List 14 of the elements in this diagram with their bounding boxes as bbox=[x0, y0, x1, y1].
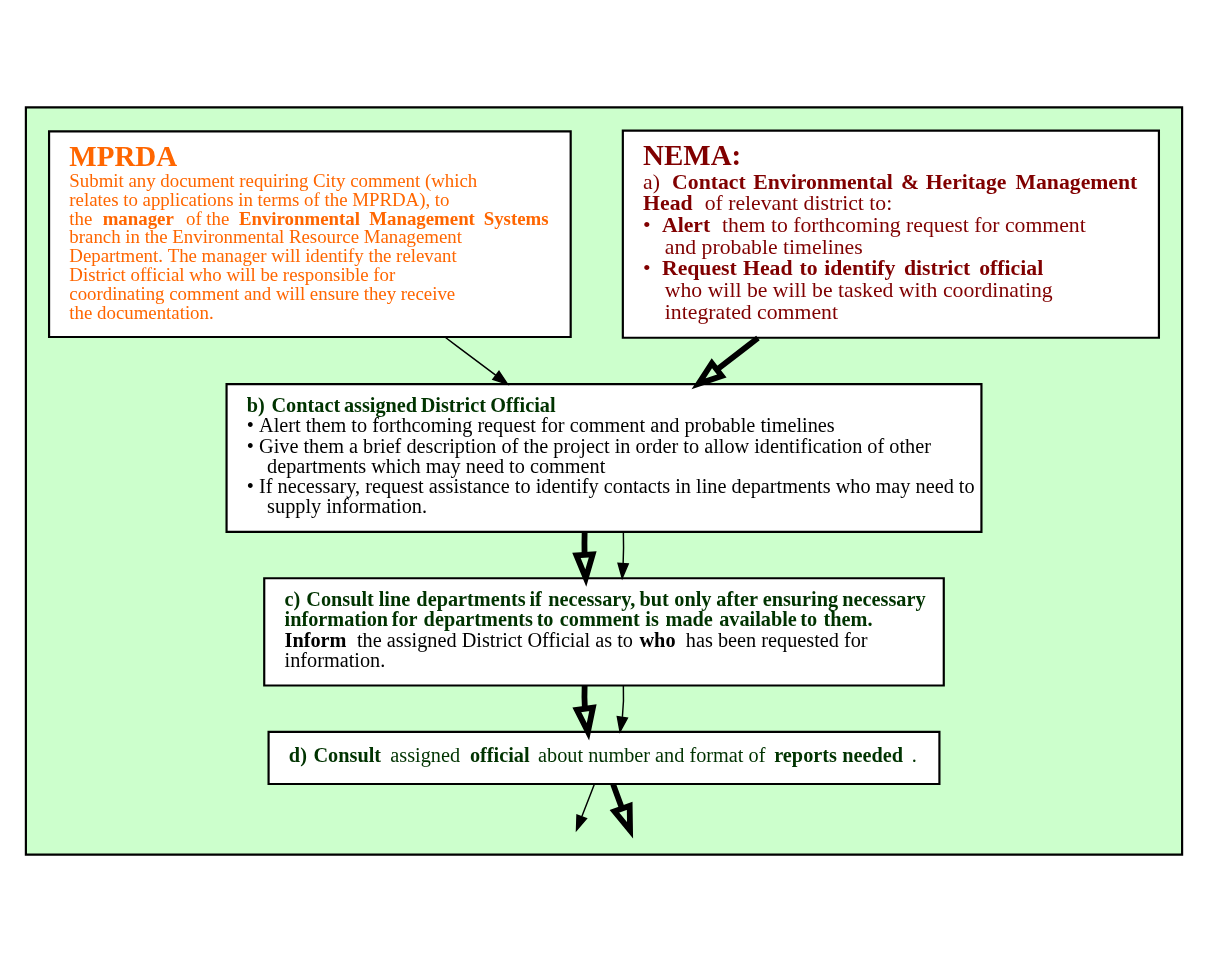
node-box: d) Consult assigned official about number and format of reports needed. bbox=[267, 730, 941, 786]
arrow bbox=[616, 684, 629, 734]
node-box: b) Contact assigned District Official • Alert them to forthcoming request for comment and probable timelines • Give them a brief description of the project in order to allow identification of other departments which may need to comment • If necessary, request assistance to identify contacts in line departments who may need to supply information. bbox=[225, 383, 983, 533]
arrow bbox=[609, 783, 634, 839]
arrow bbox=[691, 335, 760, 390]
arrow bbox=[617, 531, 630, 581]
arrow bbox=[444, 336, 510, 386]
node-box: c) Consult line departments if necessary, but only after ensuring necessary information for departments to comment is made available to them. Inform the assigned District Official as to who has been requested for information. bbox=[263, 577, 945, 687]
cluster bbox=[24, 106, 1184, 856]
node-box: MPRDA Submit any document requiring City comment (which relates to applications in terms of the MPRDA), to the manager of the Environmental Management Systems branch in the Environmental Resource Management Department. The manager will identify the relevant District official who will be responsible for coordinating comment and will ensure they receive the documentation. bbox=[48, 130, 572, 339]
node-box: NEMA: a) Contact Environmental & Heritage Management Head of relevant district to: • Alert them to forthcoming request for comment and probable timelines • Request Head to identify district official who will be will be tasked with coordinating integrated comment bbox=[621, 129, 1160, 339]
arrow bbox=[572, 531, 597, 587]
arrow bbox=[575, 783, 596, 833]
arrow bbox=[572, 685, 597, 741]
